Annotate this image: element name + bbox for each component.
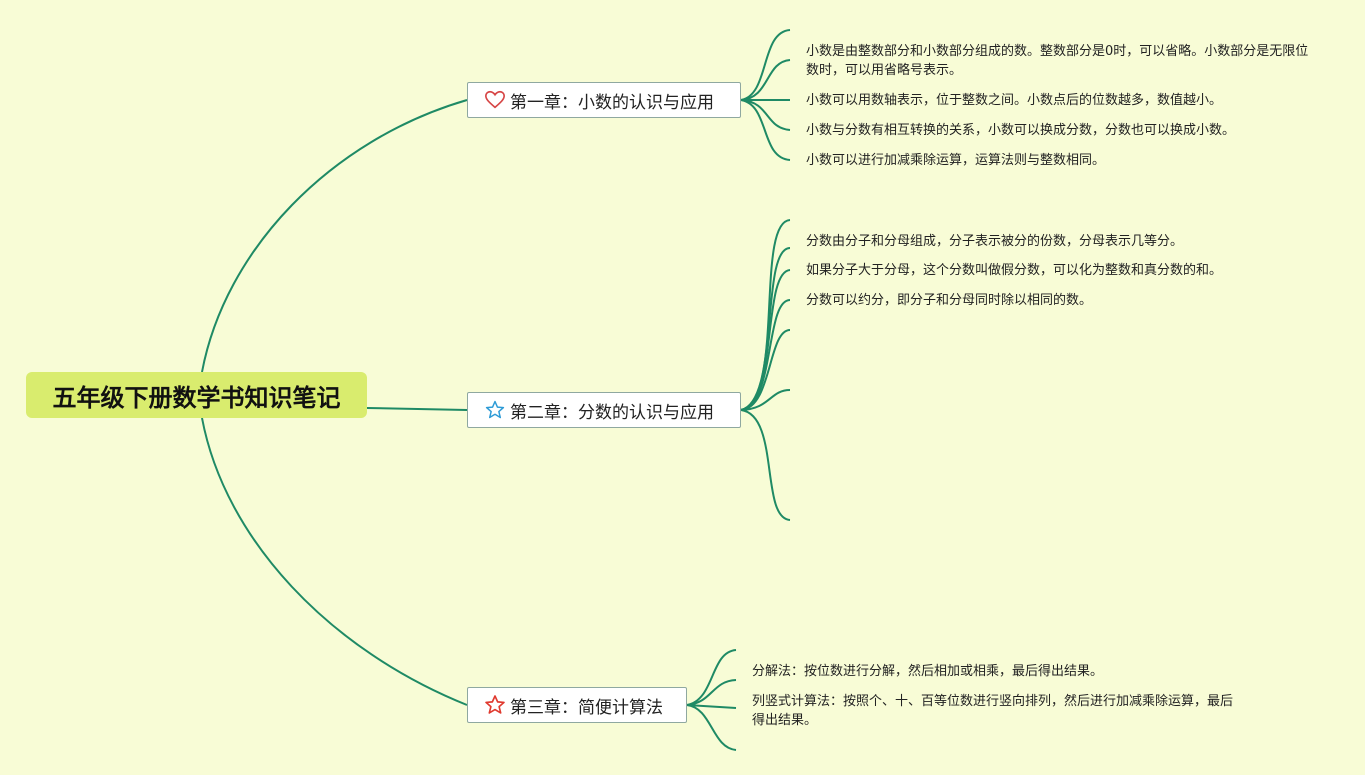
chapter-2-leaf-2[interactable]: 如果分子大于分母，这个分数叫做假分数，可以化为整数和真分数的和。 [806, 263, 1223, 278]
link-ch3-leaf-2 [686, 679, 737, 706]
link-ch1-leaf-2 [740, 59, 791, 101]
link-ch3-leaf-4 [686, 704, 737, 751]
link-ch1-leaf-4 [740, 99, 791, 131]
root-title: 五年级下册数学书知识笔记 [52, 383, 341, 412]
chapter-2-leaf-1[interactable]: 分数由分子和分母组成，分子表示被分的份数，分母表示几等分。 [806, 234, 1184, 249]
chapter-1-topic[interactable]: 第一章：小数的认识与应用 [467, 82, 741, 118]
chapter-2-label: 第二章：分数的认识与应用 [510, 402, 714, 423]
link-ch2-leaf-7 [740, 409, 791, 521]
root-topic[interactable]: 五年级下册数学书知识笔记 [26, 372, 367, 418]
chapter-2-leaf-3[interactable]: 分数可以约分，即分子和分母同时除以相同的数。 [806, 293, 1093, 308]
link-ch2-leaf-5 [740, 329, 791, 411]
chapter-3-topic[interactable]: 第三章：简便计算法 [467, 687, 687, 723]
heart-icon [484, 89, 506, 111]
link-root-chapter-1 [201, 99, 468, 373]
chapter-1-leaf-2[interactable]: 小数可以用数轴表示，位于整数之间。小数点后的位数越多，数值越小。 [806, 93, 1223, 108]
chapter-3-leaf-1[interactable]: 分解法：按位数进行分解，然后相加或相乘，最后得出结果。 [752, 664, 1104, 679]
chapter-3-leaf-2[interactable]: 列竖式计算法：按照个、十、百等位数进行竖向排列，然后进行加减乘除运算，最后得出结… [752, 694, 1234, 728]
link-root-chapter-2 [366, 407, 468, 411]
chapter-3-label: 第三章：简便计算法 [510, 697, 663, 718]
chapter-1-leaf-4[interactable]: 小数可以进行加减乘除运算，运算法则与整数相同。 [806, 153, 1106, 168]
chapter-1-leaf-3[interactable]: 小数与分数有相互转换的关系，小数可以换成分数，分数也可以换成小数。 [806, 123, 1236, 138]
chapter-1-label: 第一章：小数的认识与应用 [510, 92, 714, 113]
link-ch1-leaf-5 [740, 99, 791, 161]
link-ch2-leaf-6 [740, 389, 791, 411]
chapter-1-leaf-1[interactable]: 小数是由整数部分和小数部分组成的数。整数部分是0时，可以省略。小数部分是无限位数… [806, 44, 1309, 78]
link-ch2-leaf-4 [740, 299, 791, 411]
link-ch2-leaf-3 [740, 269, 791, 411]
link-ch3-leaf-3 [686, 704, 737, 709]
link-ch2-leaf-2 [740, 247, 791, 411]
star-outline-icon [484, 399, 506, 421]
star-icon [484, 694, 506, 716]
link-ch3-leaf-1 [686, 649, 737, 706]
chapter-2-topic[interactable]: 第二章：分数的认识与应用 [467, 392, 741, 428]
link-root-chapter-3 [201, 417, 468, 706]
link-ch1-leaf-1 [740, 29, 791, 101]
